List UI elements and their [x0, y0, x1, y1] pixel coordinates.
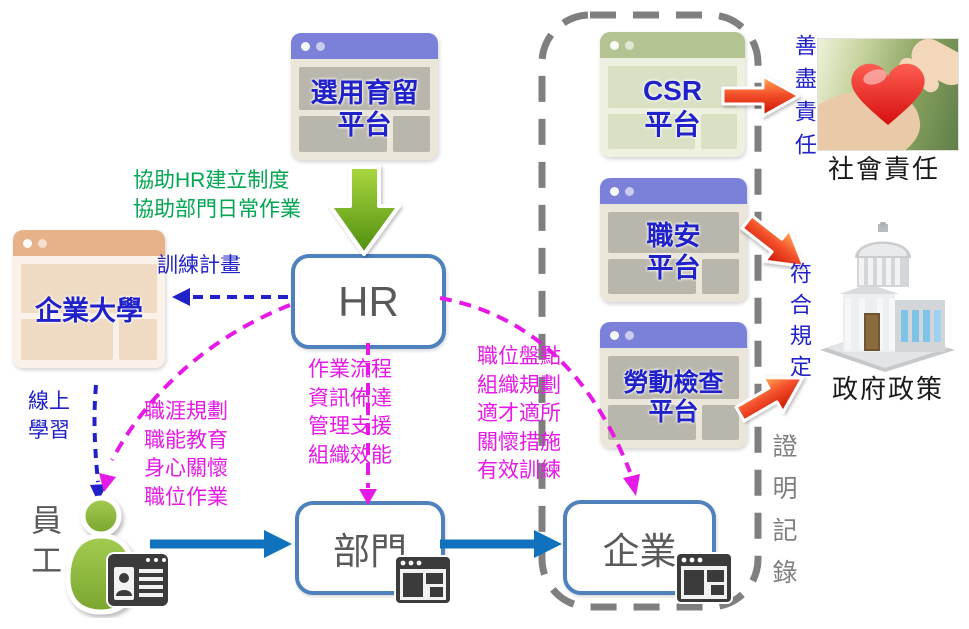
window-title-bar	[600, 32, 745, 58]
window-dot-icon	[301, 41, 310, 51]
window-title-bar	[600, 178, 747, 204]
online-learning-label: 線上 學習	[28, 390, 70, 442]
csr-outcome-label: 善盡責任	[791, 34, 817, 166]
social-responsibility-label: 社會責任	[828, 154, 941, 184]
window-selection-platform: 選用育留 平台	[291, 33, 438, 160]
government-policy-label: 政府政策	[832, 374, 945, 404]
content-block	[608, 66, 737, 108]
content-block	[21, 319, 113, 360]
red-heart-icon	[851, 63, 925, 125]
window-dot-icon	[610, 186, 619, 196]
window-title: 選用育留 平台	[310, 77, 419, 140]
window-title: CSR 平台	[642, 75, 703, 140]
content-block	[299, 67, 430, 111]
window-labor-inspection-platform: 勞動檢查 平台	[600, 322, 747, 448]
company-items-list: 職位盤點 組織規劃 適才適所 關懷措施 有效訓練	[477, 345, 561, 483]
id-card-icon	[106, 552, 170, 608]
window-title: 職安 平台	[646, 221, 701, 283]
window-title-bar	[13, 230, 165, 256]
comply-label: 符合規定	[786, 262, 812, 386]
content-block	[608, 212, 739, 254]
browser-icon	[675, 552, 733, 604]
employee-label: 員工	[26, 504, 62, 584]
node-label: 企業	[602, 530, 677, 572]
window-csr-platform: CSR 平台	[600, 32, 745, 157]
government-building-icon	[820, 222, 955, 372]
certification-label: 證明記錄	[769, 433, 797, 601]
node-label: HR	[338, 277, 399, 325]
window-dot-icon	[610, 40, 619, 50]
assist-note: 協助HR建立制度 協助部門日常作業	[133, 169, 301, 221]
window-body	[291, 59, 438, 160]
window-title-bar	[600, 322, 747, 348]
training-plan-label: 訓練計畫	[157, 254, 241, 277]
employee-items-list: 職涯規劃 職能教育 身心關懷 職位作業	[144, 400, 228, 509]
window-title: 勞動檢查 平台	[623, 368, 724, 427]
content-block	[702, 404, 739, 440]
window-title: 企業大學	[35, 296, 143, 327]
window-body	[600, 58, 745, 157]
window-dot-icon	[316, 41, 325, 51]
node-hr: HR	[291, 254, 446, 349]
window-dot-icon	[625, 186, 634, 196]
heart-photo	[817, 38, 959, 151]
content-block	[299, 116, 388, 152]
content-block	[393, 116, 430, 152]
window-dot-icon	[38, 238, 47, 248]
content-block	[700, 114, 737, 149]
window-dot-icon	[625, 330, 634, 340]
window-body	[600, 204, 747, 302]
content-block	[608, 114, 695, 149]
window-title-bar	[291, 33, 438, 59]
window-dot-icon	[625, 40, 634, 50]
window-corporate-university: 企業大學	[13, 230, 165, 368]
content-block	[608, 259, 697, 294]
window-dot-icon	[23, 238, 32, 248]
browser-icon	[394, 555, 452, 605]
department-items-list: 作業流程 資訊佈達 管理支援 組織效能	[308, 358, 392, 467]
window-safety-platform: 職安 平台	[600, 178, 747, 302]
content-block	[702, 259, 739, 294]
window-dot-icon	[610, 330, 619, 340]
